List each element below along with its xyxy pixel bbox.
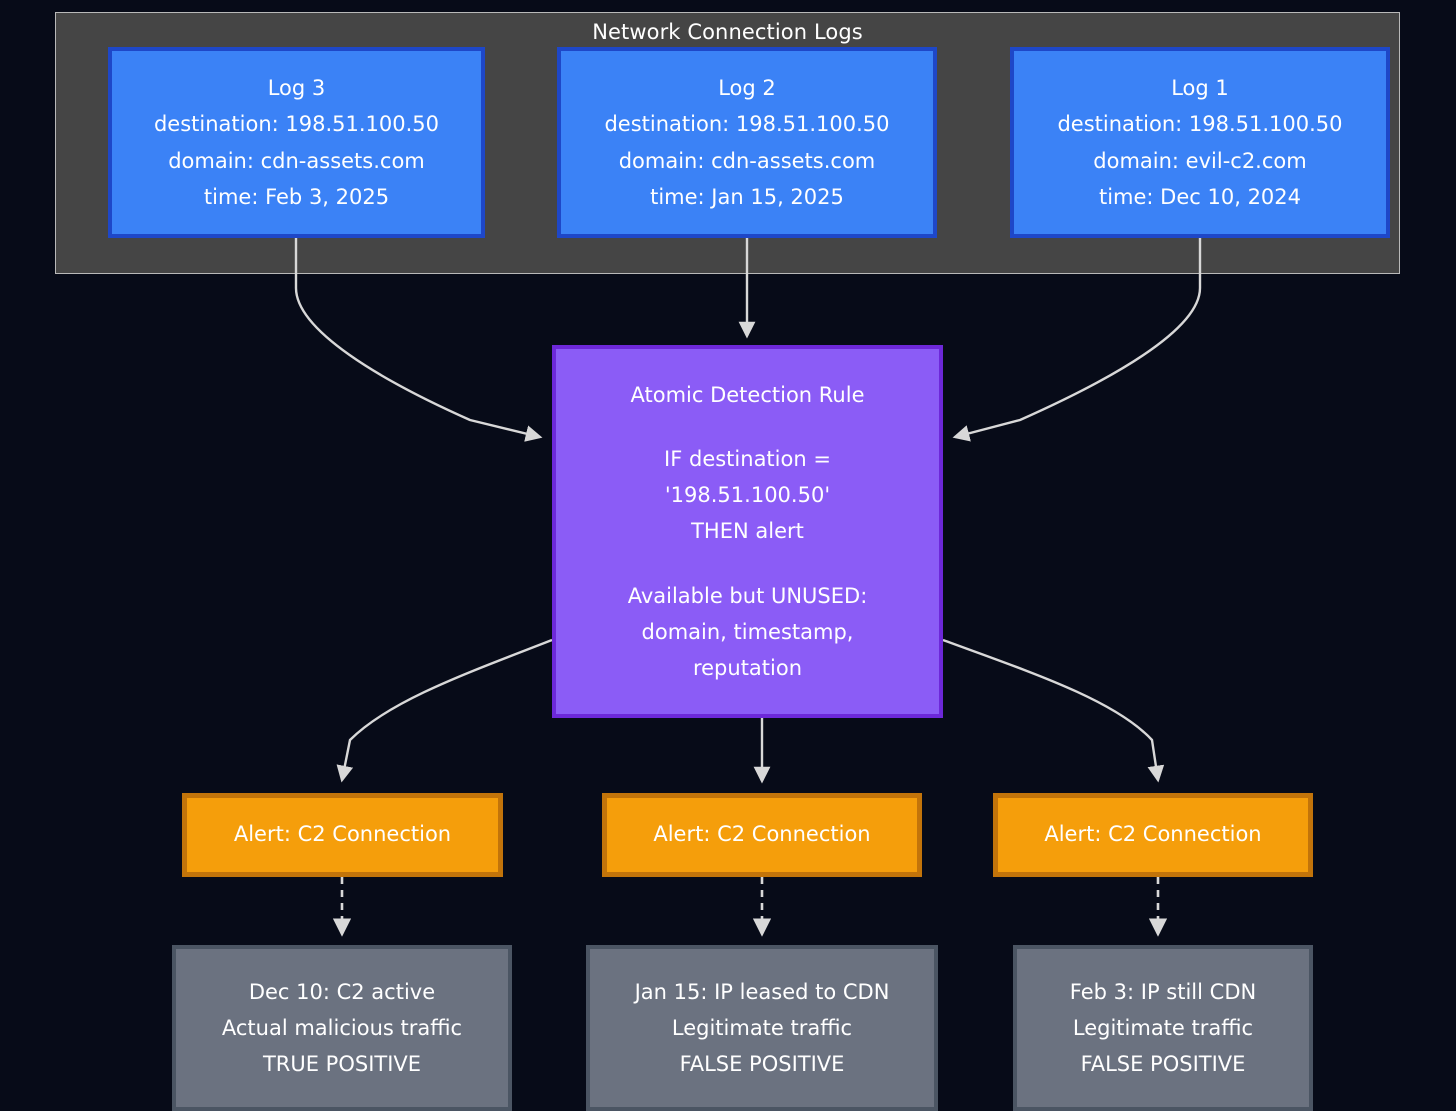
outcome-right-line3: FALSE POSITIVE: [1080, 1052, 1246, 1077]
outcome-left-line3: TRUE POSITIVE: [262, 1052, 422, 1077]
alert-left-label: Alert: C2 Connection: [233, 822, 452, 847]
outcome-middle-line2: Legitimate traffic: [671, 1015, 853, 1040]
outcome-middle-line1: Jan 15: IP leased to CDN: [634, 979, 890, 1004]
alert-right-label: Alert: C2 Connection: [1044, 822, 1262, 847]
log3-time: time: Feb 3, 2025: [203, 184, 390, 209]
node-log2[interactable]: Log 2 destination: 198.51.100.50 domain:…: [557, 47, 937, 238]
rule-unused-line1: domain, timestamp,: [641, 619, 854, 644]
outcome-left-line1: Dec 10: C2 active: [248, 979, 436, 1004]
outcome-middle-line3: FALSE POSITIVE: [679, 1052, 845, 1077]
edge-rule-to-alert-right: [942, 638, 1165, 783]
log1-domain: domain: evil-c2.com: [1093, 148, 1307, 173]
log3-destination: destination: 198.51.100.50: [153, 112, 440, 137]
rule-title: Atomic Detection Rule: [630, 383, 865, 408]
subgraph-title: Network Connection Logs: [592, 20, 863, 44]
edge-rule-to-alert-left: [336, 638, 553, 783]
log2-domain: domain: cdn-assets.com: [618, 148, 876, 173]
log1-time: time: Dec 10, 2024: [1098, 184, 1302, 209]
node-log1[interactable]: Log 1 destination: 198.51.100.50 domain:…: [1010, 47, 1390, 238]
node-outcome-middle[interactable]: Jan 15: IP leased to CDN Legitimate traf…: [586, 945, 938, 1111]
outcome-right-line1: Feb 3: IP still CDN: [1069, 979, 1257, 1004]
node-log3[interactable]: Log 3 destination: 198.51.100.50 domain:…: [108, 47, 485, 238]
log1-destination: destination: 198.51.100.50: [1057, 112, 1343, 137]
log3-title: Log 3: [267, 76, 326, 101]
node-atomic-detection-rule[interactable]: Atomic Detection Rule IF destination = '…: [552, 345, 943, 718]
log3-domain: domain: cdn-assets.com: [168, 148, 425, 173]
alert-middle-label: Alert: C2 Connection: [653, 822, 871, 847]
rule-unused-line2: reputation: [692, 655, 803, 680]
node-alert-middle[interactable]: Alert: C2 Connection: [602, 793, 922, 877]
outcome-left-line2: Actual malicious traffic: [221, 1015, 463, 1040]
log2-destination: destination: 198.51.100.50: [604, 112, 890, 137]
rule-unused-header: Available but UNUSED:: [627, 583, 868, 608]
rule-condition-line2: '198.51.100.50': [664, 483, 831, 508]
node-outcome-left[interactable]: Dec 10: C2 active Actual malicious traff…: [172, 945, 512, 1111]
outcome-right-line2: Legitimate traffic: [1072, 1015, 1254, 1040]
log1-title: Log 1: [1171, 76, 1229, 101]
rule-condition-line1: IF destination =: [664, 447, 831, 472]
node-alert-left[interactable]: Alert: C2 Connection: [182, 793, 503, 877]
log2-title: Log 2: [718, 76, 776, 101]
node-outcome-right[interactable]: Feb 3: IP still CDN Legitimate traffic F…: [1013, 945, 1313, 1111]
node-alert-right[interactable]: Alert: C2 Connection: [993, 793, 1313, 877]
rule-condition-line3: THEN alert: [691, 519, 804, 544]
log2-time: time: Jan 15, 2025: [650, 184, 844, 209]
